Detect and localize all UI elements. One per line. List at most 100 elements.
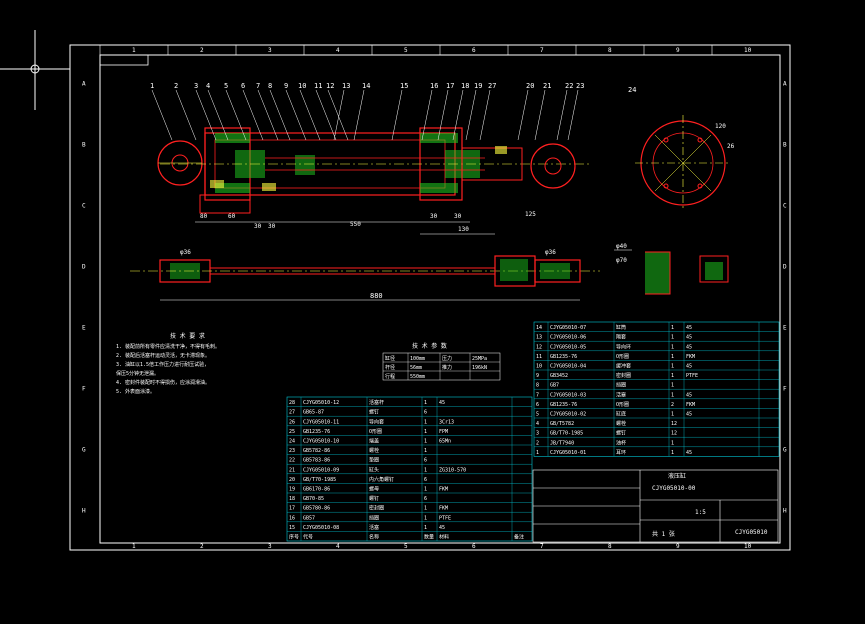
bom-cell: CJYG05010-09 (303, 467, 339, 473)
params-cell: 196kN (472, 365, 487, 371)
title-block (532, 469, 779, 543)
params-title: 技 术 参 数 (412, 342, 447, 350)
params-cell: 推力 (442, 364, 452, 371)
ruler-bottom-label: 5 (404, 543, 408, 550)
ruler-side-label: H (82, 508, 86, 515)
bom-cell: 螺栓 (616, 420, 626, 427)
bom-cell: 16 (289, 515, 295, 521)
bom-cell: CJYG05010-01 (550, 450, 586, 456)
bom-cell: GB3452 (550, 373, 568, 379)
bom-cell: 6 (424, 410, 427, 416)
balloon-label: 13 (342, 82, 350, 90)
bom-cell: 挡圈 (616, 382, 626, 389)
balloon-label: 23 (576, 82, 584, 90)
ruler-bottom-label: 2 (200, 543, 204, 550)
bom-cell: 45 (686, 325, 692, 331)
bom-cell: 12 (536, 344, 542, 350)
params-cell: 25MPa (472, 356, 487, 362)
bom-cell: 密封圈 (616, 372, 631, 379)
bom-cell: 1 (671, 354, 674, 360)
balloon-leader (195, 89, 217, 141)
dimension-label: 30 (430, 213, 438, 220)
balloon-leader (327, 89, 349, 141)
bom-cell: 1 (424, 506, 427, 512)
balloon-leader (452, 89, 464, 141)
bom-cell: 5 (536, 412, 539, 418)
bom-cell: CJYG05010-05 (550, 344, 586, 350)
params-cell: 杆径 (385, 364, 395, 371)
bom-cell: 缸底 (616, 411, 626, 418)
bom-cell: GB70-85 (303, 496, 324, 502)
bom-cell: 活塞杆 (369, 399, 384, 406)
ruler-side-label: E (783, 325, 787, 332)
dimension-label: 130 (458, 226, 469, 233)
bom-cell: 1 (424, 419, 427, 425)
bom-cell: 25 (289, 429, 295, 435)
balloon-label: 11 (314, 82, 322, 90)
ruler-top-label: 4 (336, 47, 340, 54)
bom-cell: 活塞 (616, 391, 626, 398)
ruler-top-label: 9 (676, 47, 680, 54)
bom-cell: CJYG05010-11 (303, 419, 339, 425)
bom-cell: 1 (424, 429, 427, 435)
cylinder-assembly (157, 127, 590, 214)
balloon-label: 8 (268, 82, 272, 90)
balloon-label: 9 (284, 82, 288, 90)
ruler-side-label: B (783, 142, 787, 149)
bom-cell: ZG310-570 (439, 467, 466, 473)
bom-cell: 螺栓 (369, 447, 379, 454)
bom-cell: 缸筒 (616, 324, 626, 331)
tech-req-title: 技 术 要 求 (170, 332, 205, 340)
bom-cell: GB5783-86 (303, 458, 330, 464)
side-dim-label: 26 (727, 143, 735, 150)
ruler-side-label: A (783, 81, 787, 88)
balloon-leader (242, 89, 264, 141)
dimension-label: 30 (268, 223, 276, 230)
balloon-label: 15 (400, 82, 408, 90)
balloon-label: 18 (461, 82, 469, 90)
bom-cell: 27 (289, 410, 295, 416)
title-sheet: 共 1 张 (652, 530, 675, 538)
balloon-leader (567, 89, 579, 141)
bom-cell: 密封圈 (369, 505, 384, 512)
bom-cell: 21 (289, 467, 295, 473)
bom-cell: CJYG05010-04 (550, 364, 586, 370)
balloon-leader (534, 89, 546, 141)
balloon-label: 27 (488, 82, 496, 90)
bom-cell: FPM (439, 429, 448, 435)
bom-cell: 1 (536, 450, 539, 456)
dimension-label: 125 (525, 211, 536, 218)
rod-right-dim: φ36 (545, 249, 556, 256)
bom-cell: 1 (671, 412, 674, 418)
bom-cell: 1 (424, 515, 427, 521)
bom-cell: 17 (289, 506, 295, 512)
ruler-top-label: 5 (404, 47, 408, 54)
bom-cell: 3 (536, 431, 539, 437)
bom-cell: CJYG05010-12 (303, 400, 339, 406)
bom-cell: 23 (289, 448, 295, 454)
rod-overall-dim: 880 (370, 292, 383, 300)
bom-cell: 65Mn (439, 439, 451, 445)
ruler-top-label: 10 (744, 47, 752, 54)
bom-cell: PTFE (439, 515, 451, 521)
bom-cell: 3Cr13 (439, 419, 454, 425)
params-cell: 缸径 (385, 355, 395, 362)
dimension-label: 30 (454, 213, 462, 220)
balloon-leader (207, 89, 229, 141)
balloon-label: 2 (174, 82, 178, 90)
ruler-side-label: C (783, 203, 787, 210)
bom-cell: 45 (686, 450, 692, 456)
balloon-label: 22 (565, 82, 573, 90)
tech-req-line: 保压5分钟无泄漏。 (116, 370, 159, 377)
bom-cell: 2 (671, 402, 674, 408)
bom-cell: 导向环 (616, 343, 631, 350)
balloon-label: 21 (543, 82, 551, 90)
bom-cell: 24 (289, 439, 295, 445)
bom-frame (286, 396, 533, 542)
bom-cell: GB6170-86 (303, 487, 330, 493)
ruler-top-label: 1 (132, 47, 136, 54)
balloon-label: 20 (526, 82, 534, 90)
ruler-top-label: 6 (472, 47, 476, 54)
balloon-label: 6 (241, 82, 245, 90)
title-company: 液压缸 (668, 472, 686, 480)
